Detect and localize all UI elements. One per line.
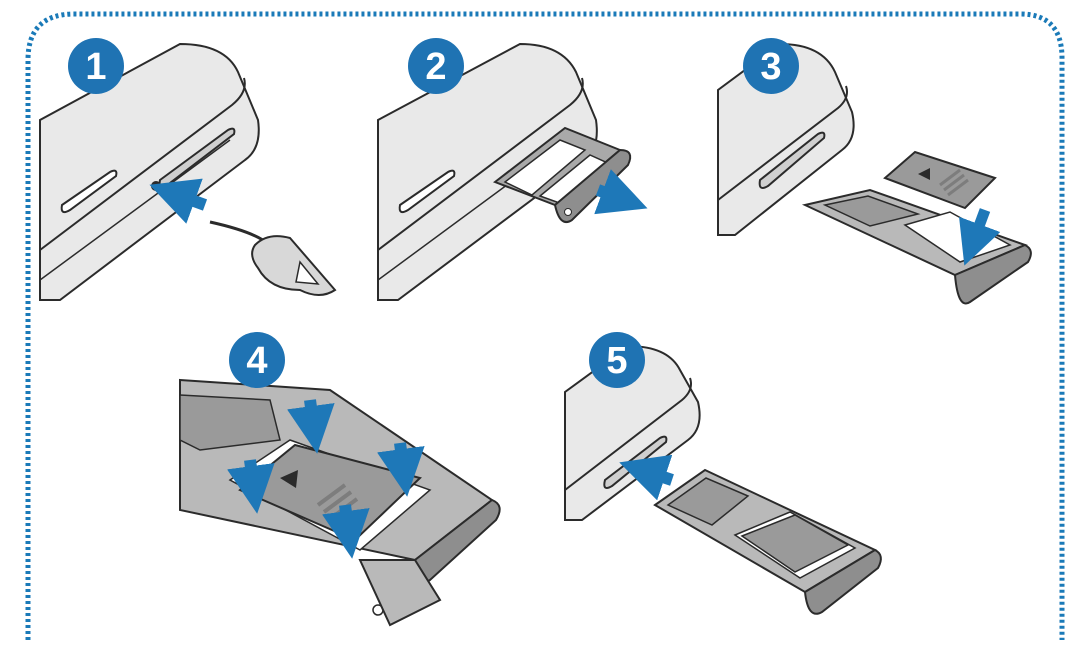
sim-tray [801, 188, 1032, 305]
step-badge-3: 3 [743, 38, 799, 94]
step-badge-1: 1 [68, 38, 124, 94]
side-button [60, 169, 118, 214]
arrow-press-d [322, 504, 370, 559]
arrow-insert-tray [619, 454, 674, 501]
sim-tray [653, 468, 882, 615]
panel-3-place-card [717, 42, 1032, 305]
pin-hole [151, 181, 161, 191]
step-badge-5: 5 [589, 332, 645, 388]
step-number: 2 [425, 46, 446, 88]
microsd-card-icon [883, 150, 997, 210]
panel-1-insert-pin [39, 42, 337, 301]
sim-tray [492, 126, 632, 224]
arrow-press-a [287, 399, 335, 454]
ejection-pin-icon [209, 220, 337, 296]
panel-2-pull-tray [377, 42, 648, 301]
arrow-place [959, 208, 1001, 266]
step-number: 1 [85, 46, 106, 88]
dotted-frame [25, 11, 1065, 640]
arrow-press-c [227, 459, 275, 514]
step-number: 3 [760, 46, 781, 88]
arrow-pull [594, 169, 648, 215]
device-body [39, 42, 260, 301]
step-badge-4: 4 [229, 332, 285, 388]
device-body [717, 42, 855, 236]
arrow-insert [149, 178, 208, 224]
step-badge-2: 2 [408, 38, 464, 94]
arrow-press-b [377, 442, 425, 497]
step-number: 4 [246, 340, 267, 382]
panel-5-insert-tray [564, 344, 882, 615]
step-number: 5 [606, 340, 627, 382]
panel-4-press-card [179, 378, 501, 627]
